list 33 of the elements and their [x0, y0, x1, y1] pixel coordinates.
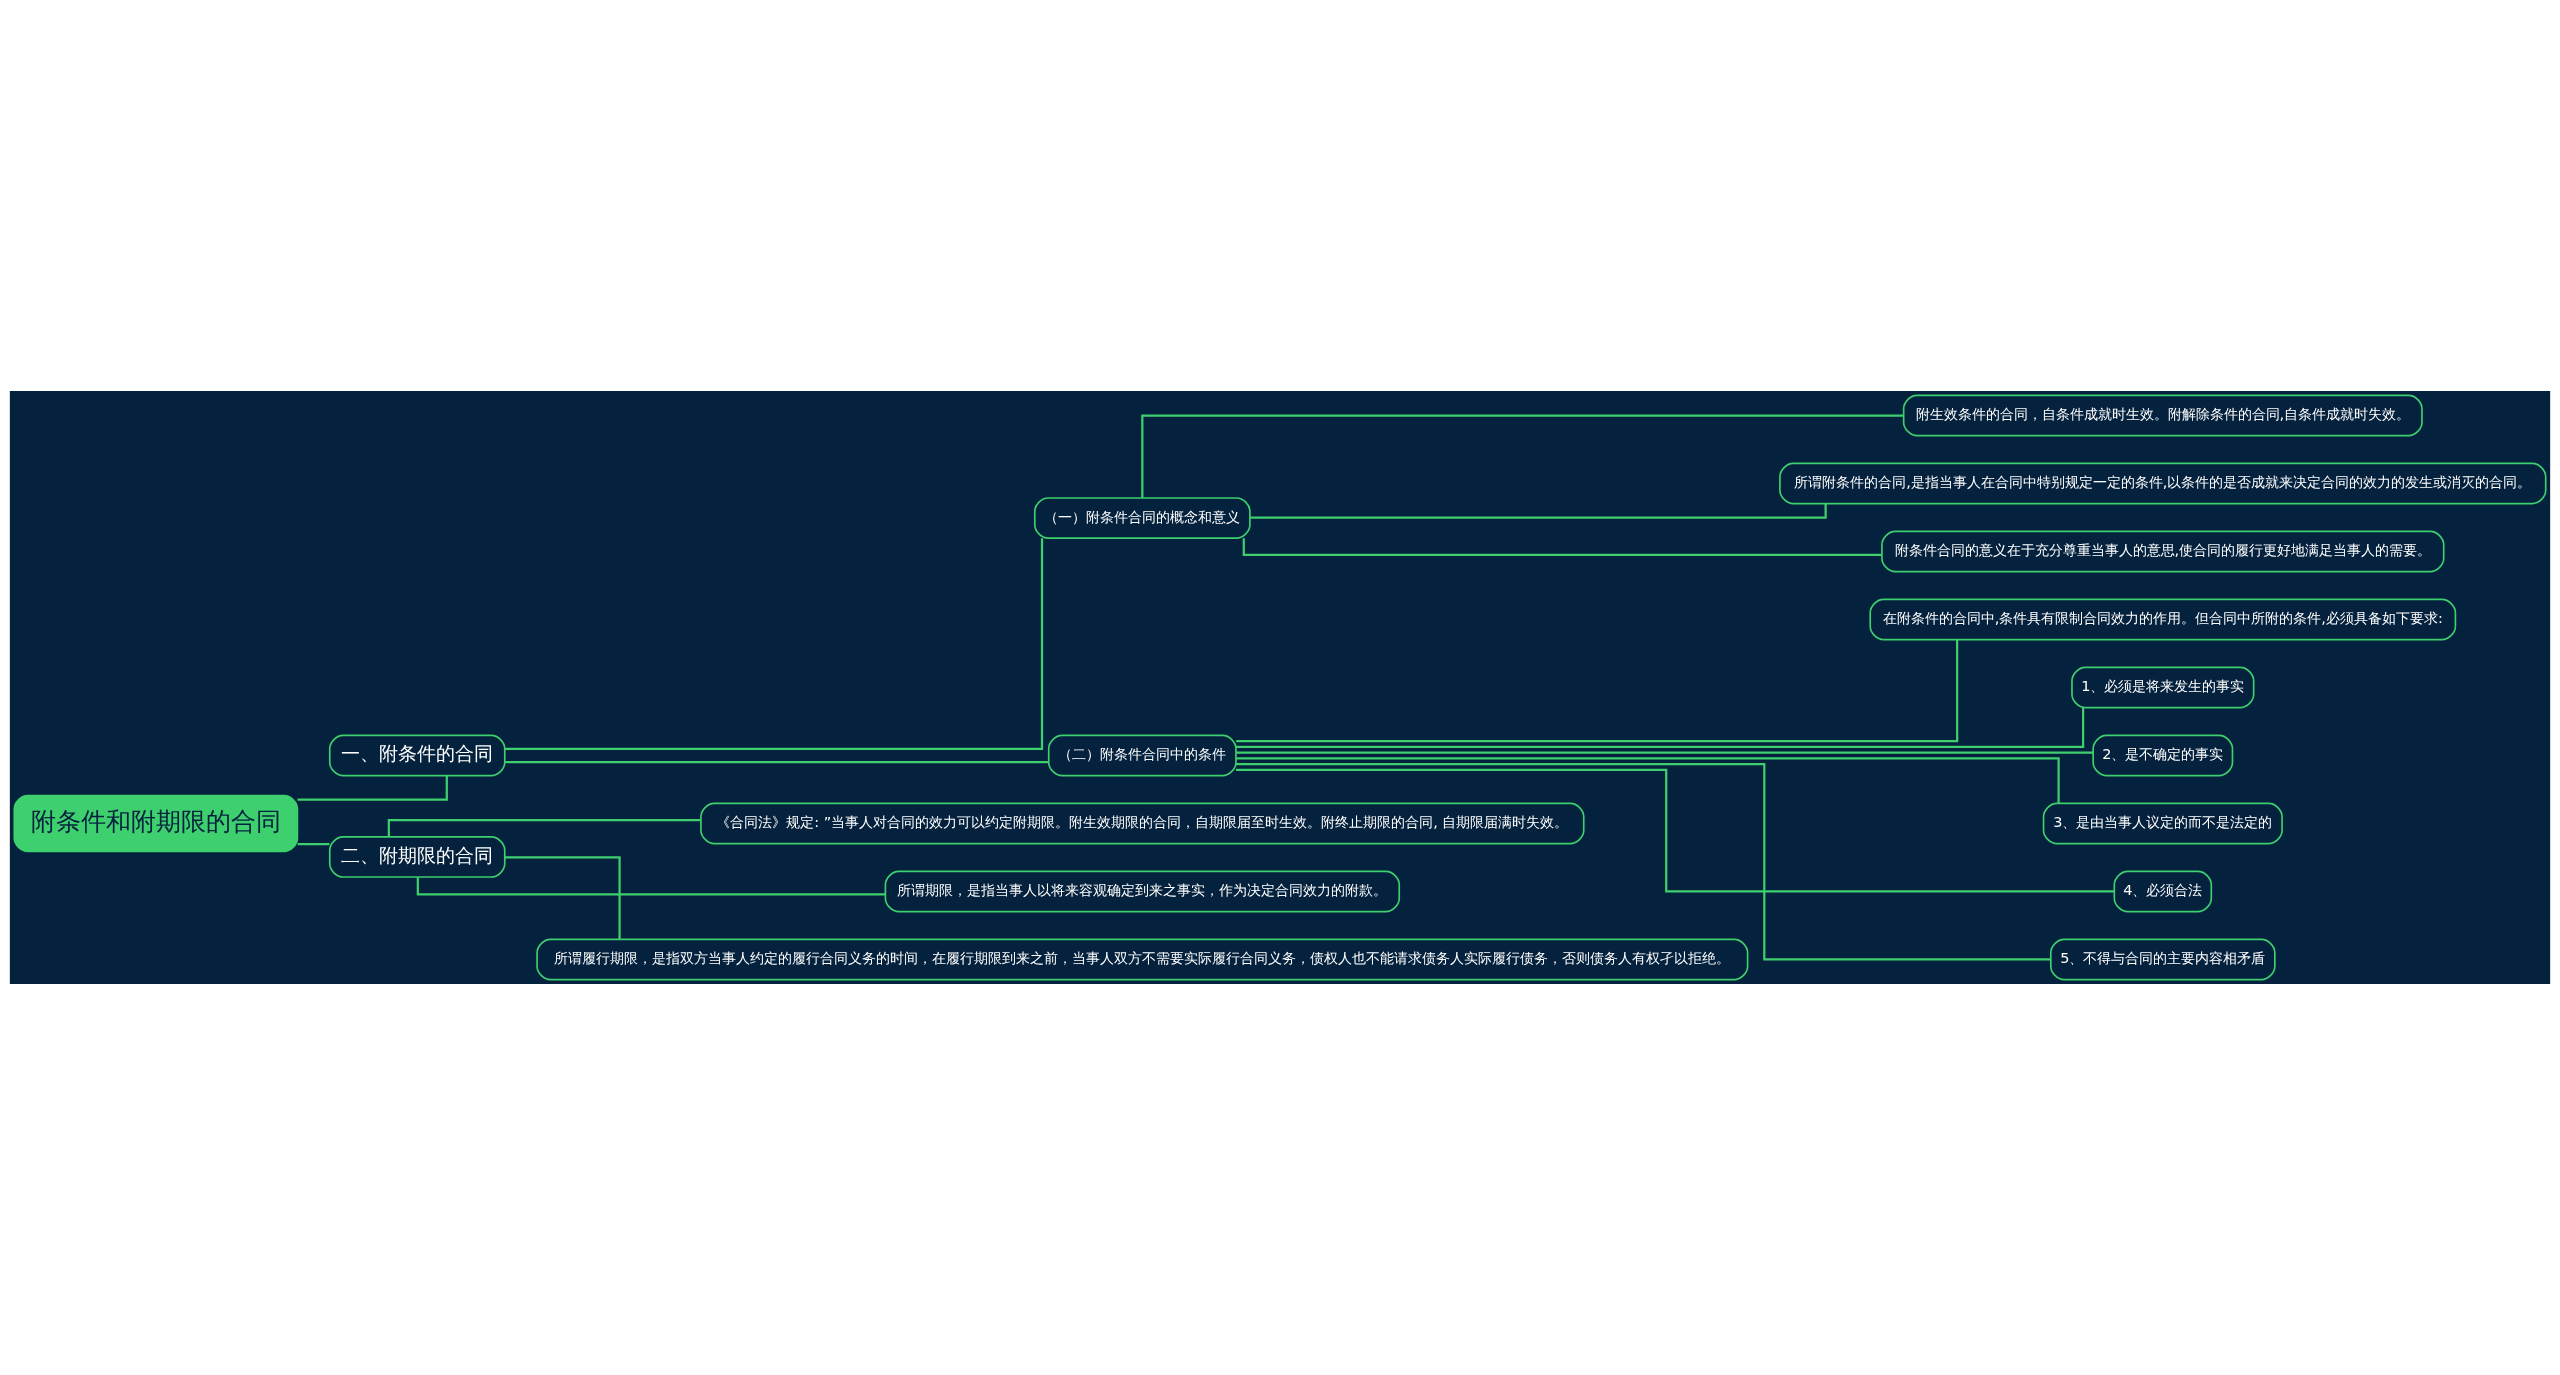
node-box: 附生效条件的合同，自条件成就时生效。附解除条件的合同,自条件成就时失效。	[1902, 394, 2423, 437]
node-box: 所谓履行期限，是指双方当事人约定的履行合同义务的时间，在履行期限到来之前，当事人双方不需要实际履行合同义务，债权人也不能请求债务人实际履行债务，否则债务人有权孑以拒绝。	[536, 938, 1749, 981]
connector	[1141, 414, 1904, 498]
connector	[1236, 768, 2115, 893]
connector	[1236, 762, 2051, 961]
connector	[1250, 503, 1827, 519]
connector	[297, 775, 448, 801]
node-box: 1、必须是将来发生的事实	[2071, 666, 2255, 709]
connector	[504, 856, 621, 940]
node-box: （一）附条件合同的概念和意义	[1033, 497, 1251, 539]
connector	[387, 819, 701, 837]
node-box: 附条件和附期限的合同	[13, 794, 299, 853]
connector	[1242, 538, 1882, 556]
connector	[416, 877, 886, 896]
node-box: 2、是不确定的事实	[2092, 734, 2234, 777]
node-box: 附条件合同的意义在于充分尊重当事人的意思,使合同的履行更好地满足当事人的需要。	[1881, 530, 2445, 573]
node-box: 3、是由当事人议定的而不是法定的	[2042, 802, 2283, 845]
node-box: （二）附条件合同中的条件	[1047, 734, 1237, 777]
node-box: 在附条件的合同中,条件具有限制合同效力的作用。但合同中所附的条件,必须具备如下要求:	[1869, 598, 2457, 641]
connector	[297, 843, 330, 846]
connector	[504, 538, 1044, 750]
node-box: 5、不得与合同的主要内容相矛盾	[2049, 938, 2276, 981]
connector	[1236, 639, 1959, 743]
node-box: 4、必须合法	[2113, 870, 2213, 913]
node-box: 一、附条件的合同	[328, 734, 506, 777]
connector	[505, 761, 1049, 764]
connector	[1236, 751, 2094, 754]
connector	[1236, 757, 2060, 804]
node-box: 所谓期限，是指当事人以将来容观确定到来之事实，作为决定合同效力的附款。	[884, 870, 1401, 913]
connector	[1236, 707, 2085, 748]
node-box: 《合同法》规定: ”当事人对合同的效力可以约定附期限。附生效期限的合同，自期限届至时生效。附终止期限的合同, 自期限届满时失效。	[700, 802, 1585, 845]
node-box: 所谓附条件的合同,是指当事人在合同中特别规定一定的条件,以条件的是否成就来决定合同的效力的发生或消灭的合同。	[1779, 462, 2547, 505]
node-box: 二、附期限的合同	[328, 836, 506, 878]
